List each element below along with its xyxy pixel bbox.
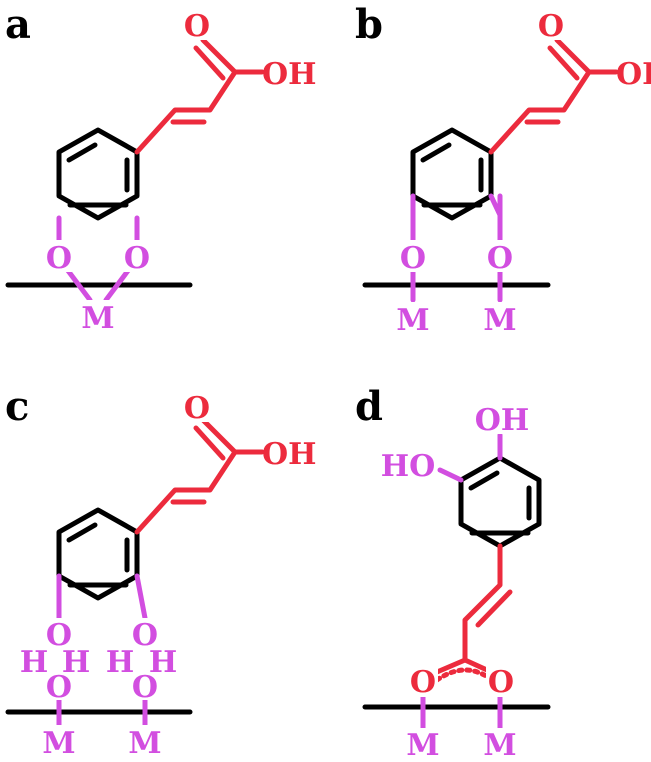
metal-atom: M [406, 728, 439, 762]
panel-b: b O OH O O M M [355, 1, 651, 338]
panel-d: d OH HO O O M M [355, 383, 551, 762]
chain-double-bond [475, 589, 513, 628]
carbonyl-double-bond [193, 425, 226, 461]
ring-double-bond [420, 142, 452, 163]
ring-double-bond [66, 522, 98, 543]
delocalized-bond [434, 667, 495, 683]
acrylic-chain [462, 543, 503, 663]
panel-label-a: a [5, 1, 31, 48]
carbonyl-oxygen: O [184, 9, 210, 44]
panel-label-c: c [5, 383, 29, 430]
surface-oxygen: O [46, 670, 72, 705]
hydroxyl-group: OH [475, 403, 529, 438]
carbonyl-double-bond [547, 45, 580, 81]
catechol-oxygen: O [46, 241, 72, 276]
surface-oxygen: O [132, 670, 158, 705]
metal-atom: M [396, 303, 429, 338]
catechol-oxygen: O [46, 618, 72, 653]
carbonyl-oxygen: O [538, 9, 564, 44]
hydroxyl-group: OH [262, 437, 316, 472]
carbonyl-oxygen: O [184, 391, 210, 426]
hydrogen-atom: H [20, 645, 48, 680]
hydrogen-atom: H [62, 645, 90, 680]
hydrogen-atom: H [106, 645, 134, 680]
carbonyl-bond [200, 417, 238, 455]
carbonyl-double-bond [193, 45, 226, 81]
carbonyl-bond [554, 37, 592, 75]
catechol-oxygen: O [124, 241, 150, 276]
metal-atom: M [483, 303, 516, 338]
metal-atom: M [483, 728, 516, 762]
catechol-oxygen: O [487, 241, 513, 276]
hydroxyl-group: HO [381, 449, 435, 484]
panel-label-d: d [355, 383, 383, 430]
metal-atom: M [128, 726, 161, 761]
acrylic-chain [134, 69, 238, 155]
ring-double-bond [66, 142, 98, 163]
m-bond [103, 265, 133, 303]
m-bond [63, 265, 93, 303]
catechol-oxygen: O [132, 618, 158, 653]
metal-atom: M [42, 726, 75, 761]
hydroxyl-group: OH [262, 57, 316, 92]
o-bond [488, 193, 503, 218]
catechol-oxygen: O [400, 241, 426, 276]
ring-double-bond [468, 470, 500, 491]
carbonyl-bond [200, 37, 238, 75]
o-bond [134, 573, 148, 621]
hydrogen-atom: H [149, 645, 177, 680]
metal-atom: M [81, 301, 114, 336]
panel-c: c O OH O O H H H H O O M M [5, 383, 316, 761]
hydroxyl-group: OH [616, 57, 651, 92]
oh-bond [437, 467, 464, 483]
carboxylate-oxygen: O [410, 665, 436, 700]
panel-label-b: b [355, 1, 383, 48]
acrylic-chain [134, 449, 238, 535]
acrylic-chain [488, 69, 592, 155]
panel-a: a O OH O O M [5, 1, 316, 336]
carboxylate-oxygen: O [488, 665, 514, 700]
